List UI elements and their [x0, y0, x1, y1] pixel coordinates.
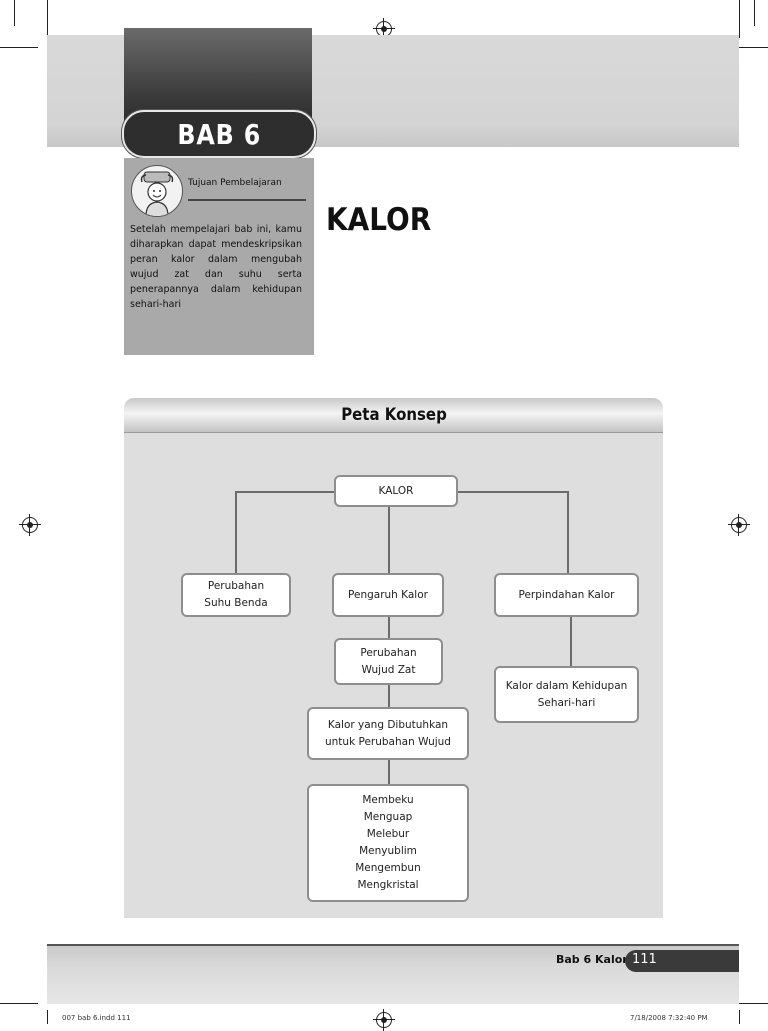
- print-slug-date: 7/18/2008 7:32:40 PM: [630, 1014, 708, 1022]
- connector-line: [456, 491, 569, 493]
- node-label: Perubahan: [208, 578, 264, 595]
- node-label: Kalor yang Dibutuhkan: [328, 717, 448, 734]
- objective-heading: Tujuan Pembelajaran: [188, 178, 282, 188]
- crop-mark: [739, 1010, 740, 1024]
- process-label: Mengkristal: [357, 877, 418, 894]
- node-label: Sehari-hari: [538, 695, 596, 712]
- chapter-label: BAB 6: [177, 118, 261, 151]
- connector-line: [388, 759, 390, 785]
- connector-line: [388, 616, 390, 639]
- concept-map-title: Peta Konsep: [341, 405, 447, 425]
- registration-mark-icon: [731, 517, 747, 533]
- footer-divider: [47, 944, 739, 946]
- connector-line: [388, 684, 390, 708]
- concept-node-heat-effect: Pengaruh Kalor: [332, 573, 444, 617]
- node-label: KALOR: [379, 483, 414, 500]
- node-label: Perpindahan Kalor: [519, 587, 615, 604]
- node-label: Kalor dalam Kehidupan: [506, 678, 628, 695]
- connector-line: [235, 491, 237, 574]
- process-label: Menyublim: [359, 843, 417, 860]
- chapter-title: KALOR: [326, 202, 431, 238]
- chapter-badge: BAB 6: [122, 110, 316, 158]
- node-label: untuk Perubahan Wujud: [325, 734, 451, 751]
- footer-chapter-label: Bab 6 Kalor: [556, 953, 628, 966]
- page-number: 111: [632, 952, 657, 967]
- crop-mark: [0, 1003, 38, 1004]
- concept-node-daily-life: Kalor dalam Kehidupan Sehari-hari: [494, 666, 639, 723]
- process-label: Melebur: [367, 826, 410, 843]
- crop-mark: [0, 47, 38, 48]
- crop-mark: [47, 0, 48, 38]
- crop-mark: [739, 0, 740, 38]
- connector-line: [388, 506, 390, 574]
- divider: [188, 199, 306, 201]
- objective-text: Setelah mempelajari bab ini, kamu dihara…: [130, 222, 302, 312]
- concept-node-state-change: Perubahan Wujud Zat: [334, 638, 443, 685]
- student-illustration-icon: [131, 165, 183, 217]
- concept-node-root: KALOR: [334, 475, 458, 507]
- crop-mark: [14, 0, 15, 26]
- node-label: Pengaruh Kalor: [348, 587, 428, 604]
- concept-node-temperature-change: Perubahan Suhu Benda: [181, 573, 291, 617]
- node-label: Suhu Benda: [204, 595, 267, 612]
- concept-node-heat-transfer: Perpindahan Kalor: [494, 573, 639, 617]
- process-label: Menguap: [364, 809, 413, 826]
- print-slug-file: 007 bab 6.indd 111: [62, 1014, 131, 1022]
- registration-mark-icon: [376, 1012, 392, 1028]
- connector-line: [570, 616, 572, 667]
- concept-map-header: Peta Konsep: [124, 398, 663, 433]
- crop-mark: [47, 1010, 48, 1024]
- connector-line: [235, 491, 335, 493]
- crop-mark: [754, 0, 755, 26]
- concept-node-required-heat: Kalor yang Dibutuhkan untuk Perubahan Wu…: [307, 707, 469, 760]
- node-label: Perubahan: [360, 645, 416, 662]
- process-label: Membeku: [362, 792, 413, 809]
- registration-mark-icon: [22, 517, 38, 533]
- concept-node-processes: Membeku Menguap Melebur Menyublim Mengem…: [307, 784, 469, 902]
- process-label: Mengembun: [355, 860, 421, 877]
- connector-line: [567, 491, 569, 574]
- node-label: Wujud Zat: [362, 662, 416, 679]
